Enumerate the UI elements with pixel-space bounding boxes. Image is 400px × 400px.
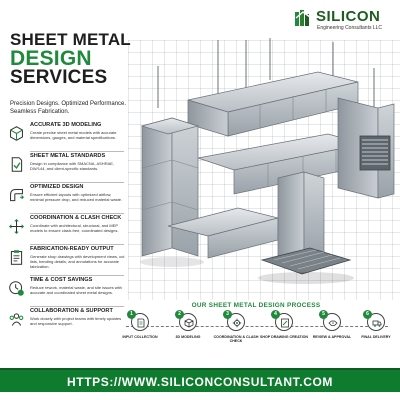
step-label: COORDINATION & CLASH CHECK — [213, 335, 259, 344]
process-step: 5 REVIEW & APPROVAL — [308, 310, 356, 339]
feature-item: COORDINATION & CLASH CHECK Coordinate wi… — [8, 215, 126, 245]
feature-item: FABRICATION-READY OUTPUT Generate shop d… — [8, 246, 126, 276]
process-step: 3 COORDINATION & CLASH CHECK — [212, 310, 260, 344]
feature-desc: Reduce rework, material waste, and site … — [30, 284, 122, 295]
feature-item: TIME & COST SAVINGS Reduce rework, mater… — [8, 277, 126, 307]
process-step: 1 INPUT COLLECTION — [116, 310, 164, 339]
silicon-logo-icon — [295, 10, 311, 26]
headline-line-3: SERVICES — [10, 67, 108, 89]
step-circle: 2 — [175, 310, 197, 331]
step-number: 1 — [127, 310, 136, 319]
feature-desc: Ensure efficient layouts with optimized … — [30, 191, 123, 202]
brand-logo[interactable]: SILICON Engineering Consultants LLC — [294, 6, 392, 34]
headline: SHEET METAL DESIGN SERVICES — [10, 30, 131, 89]
drawing-icon — [281, 318, 289, 328]
feature-desc: Create precise sheet metal models with a… — [30, 129, 117, 140]
process-step: 6 FINAL DELIVERY — [352, 310, 400, 339]
divider — [30, 244, 124, 245]
feature-title: OPTIMIZED DESIGN — [30, 184, 84, 190]
feature-desc: Coordinate with architectural, structura… — [30, 222, 119, 233]
step-circle: 5 — [319, 310, 341, 331]
tagline: Precision Designs. Optimized Performance… — [10, 101, 127, 115]
feature-title: FABRICATION-READY OUTPUT — [30, 246, 114, 252]
step-circle: 1 — [127, 310, 149, 331]
arrows-cross-icon — [8, 218, 25, 235]
step-number: 3 — [223, 310, 232, 319]
input-document-icon — [137, 318, 145, 328]
process-connector — [126, 326, 388, 327]
feature-item: ACCURATE 3D MODELING Create precise shee… — [8, 122, 126, 152]
step-label: 3D MODELING — [175, 335, 201, 339]
step-circle: 6 — [363, 310, 385, 331]
feature-title: ACCURATE 3D MODELING — [30, 122, 102, 128]
ductwork-illustration — [140, 38, 395, 284]
feature-desc: Work closely with project teams with tim… — [30, 315, 122, 326]
step-number: 6 — [363, 310, 372, 319]
clock-coin-icon — [9, 281, 24, 296]
feature-item: SHEET METAL STANDARDS Design in complian… — [8, 153, 126, 183]
step-circle: 3 — [223, 310, 245, 331]
feature-list: ACCURATE 3D MODELING Create precise shee… — [8, 122, 126, 339]
divider — [30, 151, 124, 152]
feature-desc: Design in compliance with SMACNA, ASHRAE… — [30, 160, 115, 171]
duct-elbow-icon — [10, 189, 25, 202]
handshake-icon — [328, 320, 338, 326]
feature-title: TIME & COST SAVINGS — [30, 277, 93, 283]
step-number: 5 — [319, 310, 328, 319]
step-label: SHOP DRAWING CREATION — [260, 335, 308, 339]
step-label: INPUT COLLECTION — [122, 335, 158, 339]
process-step: 4 SHOP DRAWING CREATION — [260, 310, 308, 339]
divider — [30, 275, 124, 276]
step-circle: 4 — [271, 310, 293, 331]
step-label: FINAL DELIVERY — [361, 335, 391, 339]
divider — [30, 213, 124, 214]
step-number: 2 — [175, 310, 184, 319]
step-number: 4 — [271, 310, 280, 319]
document-check-icon — [11, 157, 23, 172]
divider — [30, 182, 124, 183]
cube-3d-icon — [10, 126, 23, 141]
team-icon — [9, 313, 24, 326]
headline-line-2: DESIGN — [10, 46, 92, 70]
delivery-icon — [372, 320, 382, 327]
feature-title: SHEET METAL STANDARDS — [30, 153, 106, 159]
gear-icon — [232, 318, 242, 328]
process-title: OUR SHEET METAL DESIGN PROCESS — [191, 302, 321, 309]
process-step: 2 3D MODELING — [164, 310, 212, 339]
feature-title: COORDINATION & CLASH CHECK — [30, 215, 122, 221]
brand-subtitle: Engineering Consultants LLC — [317, 25, 383, 31]
process-section: OUR SHEET METAL DESIGN PROCESS 1 INPUT C… — [112, 302, 400, 364]
bottom-margin — [0, 392, 400, 400]
feature-item: COLLABORATION & SUPPORT Work closely wit… — [8, 308, 126, 337]
feature-desc: Generate shop drawings with development … — [30, 253, 125, 269]
website-banner[interactable]: HTTPS://WWW.SILICONCONSULTANT.COM — [0, 368, 400, 392]
brand-name: SILICON — [316, 8, 381, 25]
feature-item: OPTIMIZED DESIGN Ensure efficient layout… — [8, 184, 126, 214]
clipboard-icon — [10, 250, 23, 265]
website-link[interactable]: HTTPS://WWW.SILICONCONSULTANT.COM — [67, 375, 333, 389]
headline-line-1: SHEET METAL — [10, 30, 131, 49]
step-label: REVIEW & APPROVAL — [312, 335, 352, 339]
divider — [30, 306, 124, 307]
feature-title: COLLABORATION & SUPPORT — [30, 308, 113, 314]
cube-icon — [184, 318, 194, 328]
